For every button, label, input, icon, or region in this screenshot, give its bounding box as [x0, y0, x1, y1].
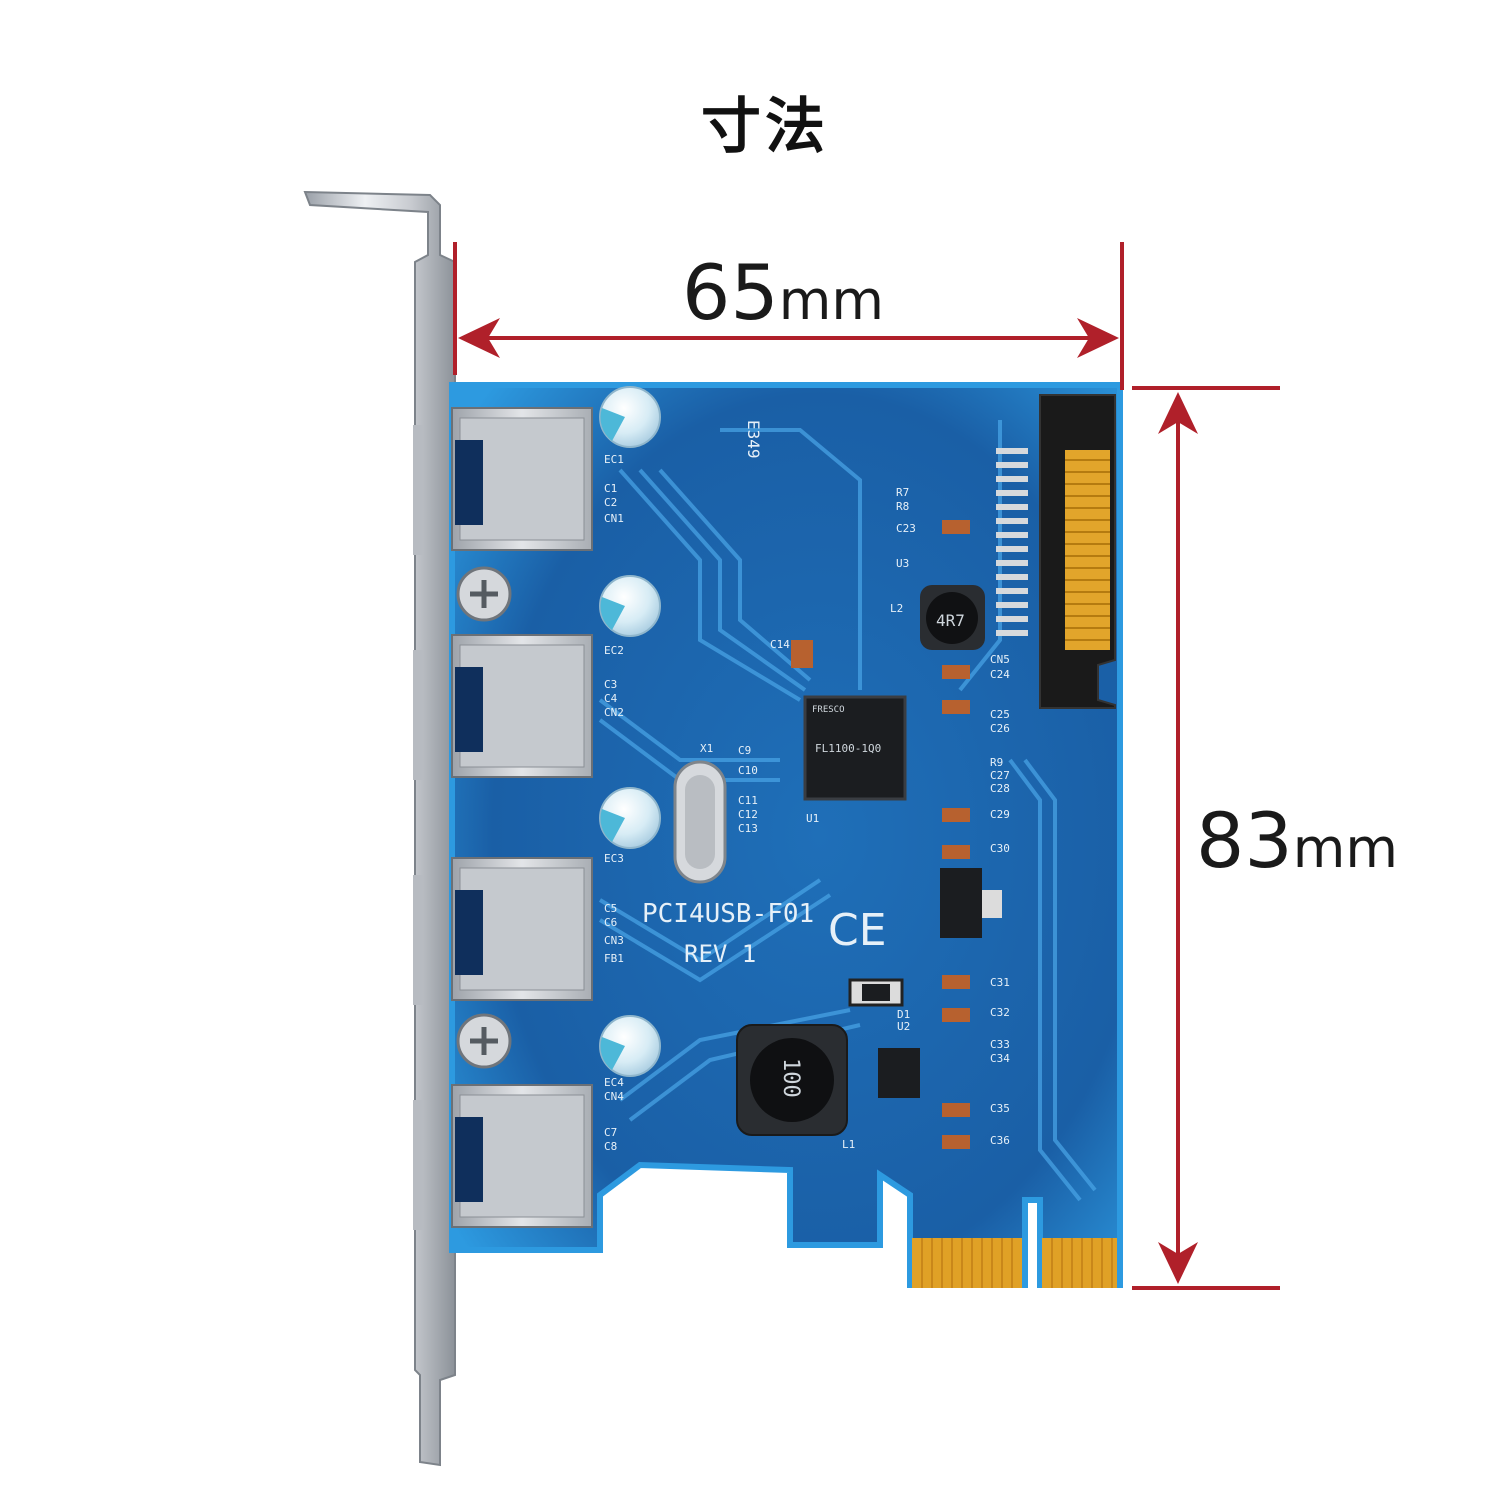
label-c36: C36 [990, 1134, 1010, 1147]
label-c12: C12 [738, 808, 758, 821]
label-c34: C34 [990, 1052, 1010, 1065]
screw-bottom [456, 1013, 512, 1069]
label-c3: C3 [604, 678, 617, 691]
label-fb1: FB1 [604, 952, 624, 965]
usb-port-1 [451, 407, 593, 551]
label-c2: C2 [604, 496, 617, 509]
label-ec2: EC2 [604, 644, 624, 657]
width-value: 65 [682, 248, 779, 337]
label-c7: C7 [604, 1126, 617, 1139]
crystal-oscillator [673, 760, 727, 884]
page-title: 寸法 [701, 92, 829, 162]
label-r7: R7 [896, 486, 909, 499]
label-c30: C30 [990, 842, 1010, 855]
label-c23: C23 [896, 522, 916, 535]
label-c1: C1 [604, 482, 617, 495]
label-cn1: CN1 [604, 512, 624, 525]
label-cn4: CN4 [604, 1090, 624, 1103]
chip-model: FL1100-1Q0 [815, 742, 881, 755]
label-d1: D1 [897, 1008, 910, 1021]
label-c4: C4 [604, 692, 618, 705]
label-c14: C14 [770, 638, 790, 651]
label-ec4: EC4 [604, 1076, 624, 1089]
label-c28: C28 [990, 782, 1010, 795]
label-ec3: EC3 [604, 852, 624, 865]
label-cn5: CN5 [990, 653, 1010, 666]
height-value: 83 [1196, 796, 1293, 885]
label-c27: C27 [990, 769, 1010, 782]
controller-chip [803, 695, 907, 801]
inductor-small [920, 585, 985, 650]
ce-mark: CE [828, 905, 887, 956]
pcie-gold-contacts [912, 1238, 1117, 1288]
label-c32: C32 [990, 1006, 1010, 1019]
capacitor-ec1 [599, 386, 661, 448]
label-c9: C9 [738, 744, 751, 757]
label-cn3: CN3 [604, 934, 624, 947]
label-u2: U2 [897, 1020, 910, 1033]
label-c11: C11 [738, 794, 758, 807]
label-c8: C8 [604, 1140, 617, 1153]
metal-bracket [303, 190, 456, 1467]
height-dimension [1132, 386, 1280, 1290]
label-u3: U3 [896, 557, 909, 570]
label-c26: C26 [990, 722, 1010, 735]
usb-port-4 [451, 1084, 593, 1228]
label-c13: C13 [738, 822, 758, 835]
label-ec1: EC1 [604, 453, 624, 466]
label-x1: X1 [700, 742, 713, 755]
usb-port-2 [451, 634, 593, 778]
label-l1: L1 [842, 1138, 855, 1151]
board-marking: E349 [744, 420, 763, 459]
inductor-large [736, 1024, 848, 1136]
usb-port-3 [451, 857, 593, 1001]
label-r9: R9 [990, 756, 1003, 769]
label-c6: C6 [604, 916, 617, 929]
label-c33: C33 [990, 1038, 1010, 1051]
inductor-large-marking: 100 [778, 1058, 803, 1098]
label-c24: C24 [990, 668, 1010, 681]
revision-label: REV 1 [684, 940, 756, 968]
height-unit: mm [1292, 817, 1398, 880]
width-dimension-label: 65mm [682, 248, 884, 337]
inductor-small-marking: 4R7 [936, 611, 965, 630]
width-dimension [453, 242, 1124, 390]
smd-components [791, 520, 970, 1149]
label-u1: U1 [806, 812, 819, 825]
screw-top [456, 566, 512, 622]
label-c25: C25 [990, 708, 1010, 721]
label-r8: R8 [896, 500, 909, 513]
width-unit: mm [778, 269, 884, 332]
capacitor-ec2 [599, 575, 661, 637]
diode-d1 [848, 978, 904, 1007]
label-cn2: CN2 [604, 706, 624, 719]
capacitor-ec4 [599, 1015, 661, 1077]
sata-power-connector [996, 394, 1116, 709]
capacitor-ec3 [599, 787, 661, 849]
model-label: PCI4USB-F01 [642, 899, 814, 929]
silkscreen-text: PCI4USB-F01 REV 1 CE FRESCO FL1100-1Q0 1… [604, 420, 1010, 1153]
label-c5: C5 [604, 902, 617, 915]
label-c10: C10 [738, 764, 758, 777]
label-c31: C31 [990, 976, 1010, 989]
label-c29: C29 [990, 808, 1010, 821]
label-c35: C35 [990, 1102, 1010, 1115]
regulator-u4 [940, 868, 1002, 938]
label-l2: L2 [890, 602, 903, 615]
height-dimension-label: 83mm [1196, 796, 1398, 885]
chip-brand: FRESCO [812, 705, 845, 715]
small-ic-u2 [878, 1048, 920, 1098]
